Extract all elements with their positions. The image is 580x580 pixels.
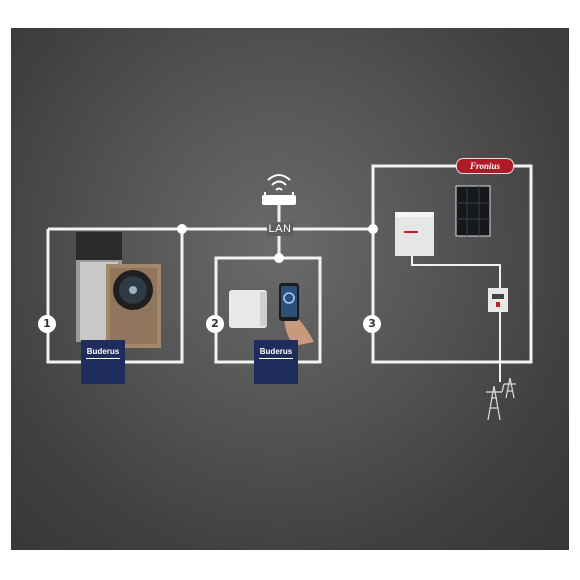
junction-dot <box>274 253 284 263</box>
system-2-number-badge: 2 <box>206 315 224 333</box>
buderus-logo-text: Buderus <box>259 347 293 356</box>
system-3-number-badge: 3 <box>363 315 381 333</box>
buderus-logo-system-1: Buderus <box>81 340 125 384</box>
junction-dot <box>177 224 187 234</box>
power-pylon-icon <box>486 377 516 421</box>
buderus-logo-system-2: Buderus <box>254 340 298 384</box>
fronius-logo: Fronius <box>456 158 514 174</box>
lan-label: LAN <box>267 223 293 236</box>
router-icon <box>262 174 296 205</box>
system-1-number-badge: 1 <box>38 315 56 333</box>
heat-pump-icon <box>76 232 161 348</box>
gateway-icon <box>229 290 267 328</box>
junction-dot <box>368 224 378 234</box>
smartphone-icon <box>279 283 314 346</box>
energy-meter-icon <box>488 288 508 312</box>
buderus-logo-text: Buderus <box>86 347 120 356</box>
system-3-loop <box>371 164 533 364</box>
inverter-meter-line <box>411 250 501 300</box>
inverter-icon <box>395 212 434 256</box>
solar-panel-icon <box>455 185 491 237</box>
junction-dots <box>177 224 378 263</box>
